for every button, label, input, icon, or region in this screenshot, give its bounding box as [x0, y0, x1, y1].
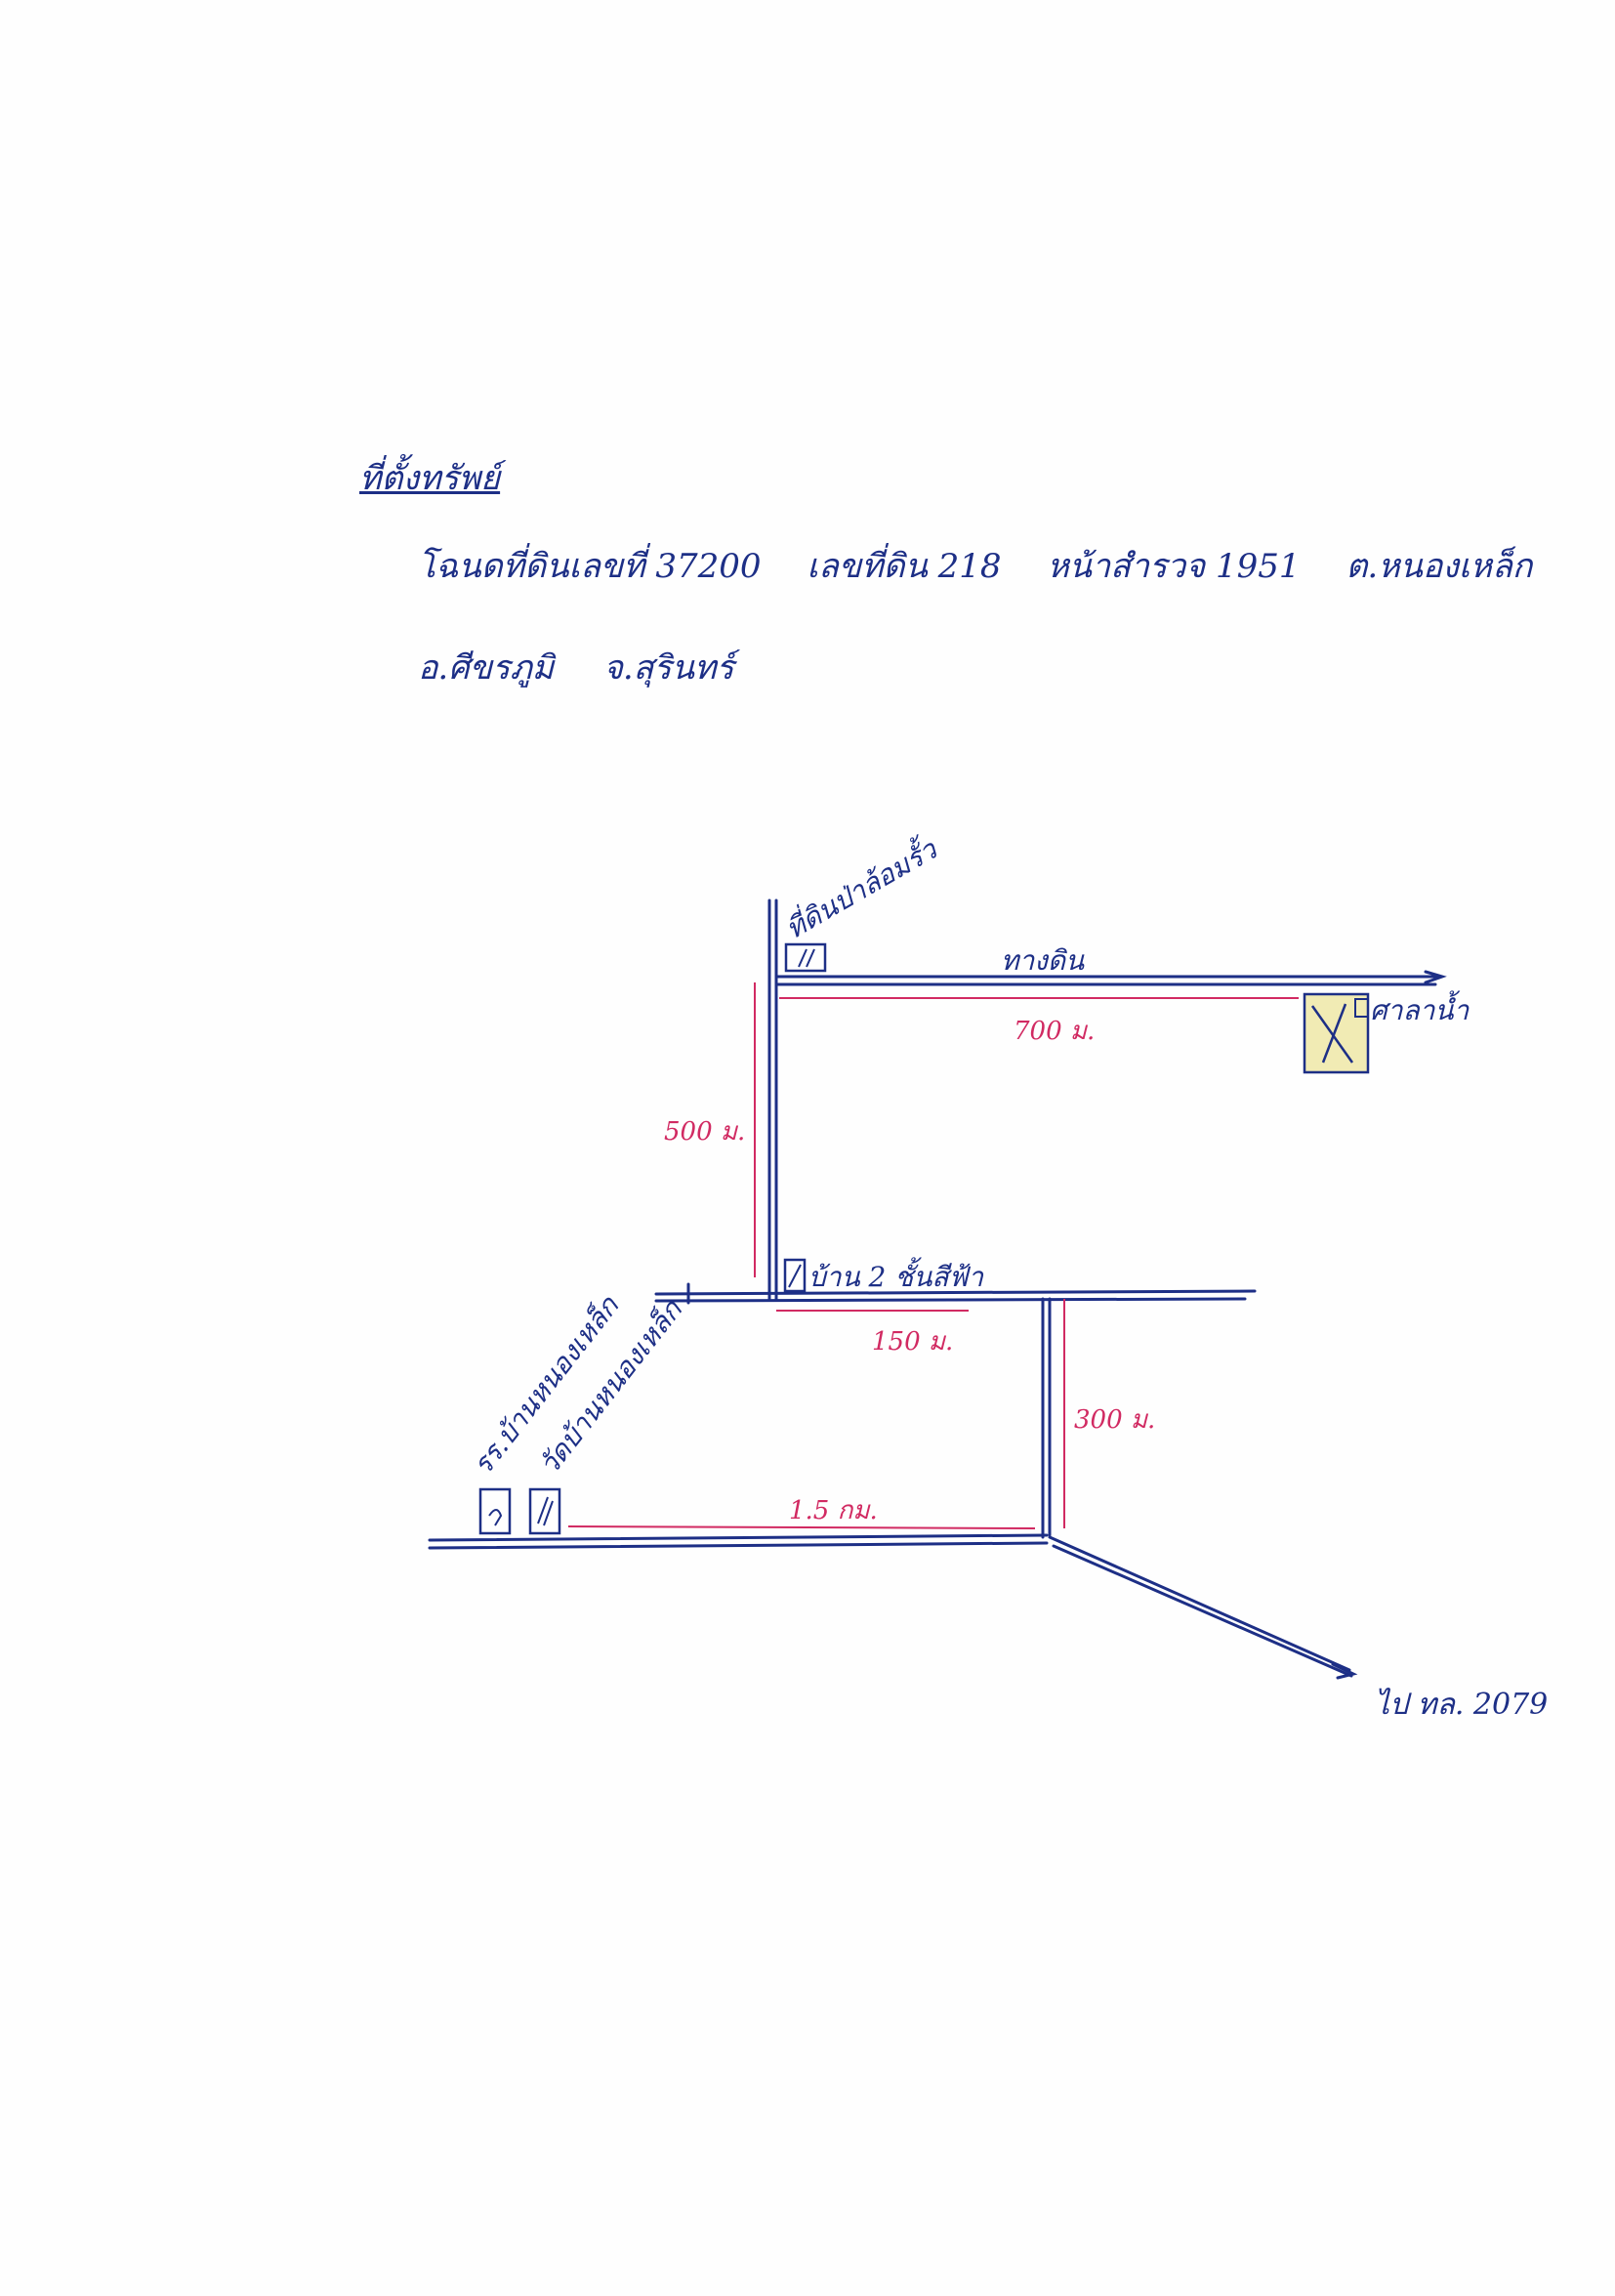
- main-road: [428, 1533, 1049, 1550]
- property-label: ศาลาน้ำ: [1370, 990, 1470, 1026]
- dirt-road-label: ทางดิน: [1001, 944, 1085, 977]
- house-marker: [783, 1258, 807, 1293]
- temple-marker: [528, 1487, 561, 1535]
- to-highway-label: ไป ทล. 2079: [1375, 1688, 1548, 1722]
- district: อ.ศีขรภูมิ: [418, 648, 555, 688]
- vertical-road: [767, 898, 778, 1301]
- land-number: เลขที่ดิน 218: [807, 547, 1002, 586]
- connector-road: [1041, 1297, 1052, 1539]
- distance-label-1500: 1.5 กม.: [789, 1496, 878, 1525]
- subdistrict: ต.หนองเหล็ก: [1346, 547, 1533, 586]
- distance-label-700: 700 ม.: [1014, 1017, 1095, 1046]
- deed-info-line: โฉนดที่ดินเลขที่ 37200 เลขที่ดิน 218 หน้…: [418, 539, 1567, 592]
- house-label: บ้าน 2 ชั้นสีฟ้า: [808, 1257, 984, 1293]
- survey-page: หน้าสำรวจ 1951: [1047, 547, 1301, 586]
- road-to-highway: [1048, 1535, 1358, 1680]
- distance-label-300: 300 ม.: [1074, 1405, 1155, 1435]
- page-title: ที่ตั้งทรัพย์: [359, 459, 501, 498]
- distance-line-1500: [567, 1525, 1036, 1529]
- distance-label-150: 150 ม.: [872, 1327, 953, 1357]
- school-marker: [478, 1487, 512, 1535]
- district-info-line: อ.ศีขรภูมิ จ.สุรินทร์: [418, 641, 773, 693]
- dirt-road-line: [774, 970, 1447, 986]
- distance-label-500: 500 ม.: [664, 1117, 745, 1147]
- province: จ.สุรินทร์: [602, 648, 734, 688]
- property-marker: [1303, 992, 1370, 1074]
- deed-number: โฉนดที่ดินเลขที่ 37200: [418, 547, 762, 586]
- top-landmark-label: ที่ดินป่าล้อมรั้ว: [778, 829, 944, 945]
- middle-road: [654, 1289, 1257, 1303]
- top-landmark-marker: [784, 942, 827, 973]
